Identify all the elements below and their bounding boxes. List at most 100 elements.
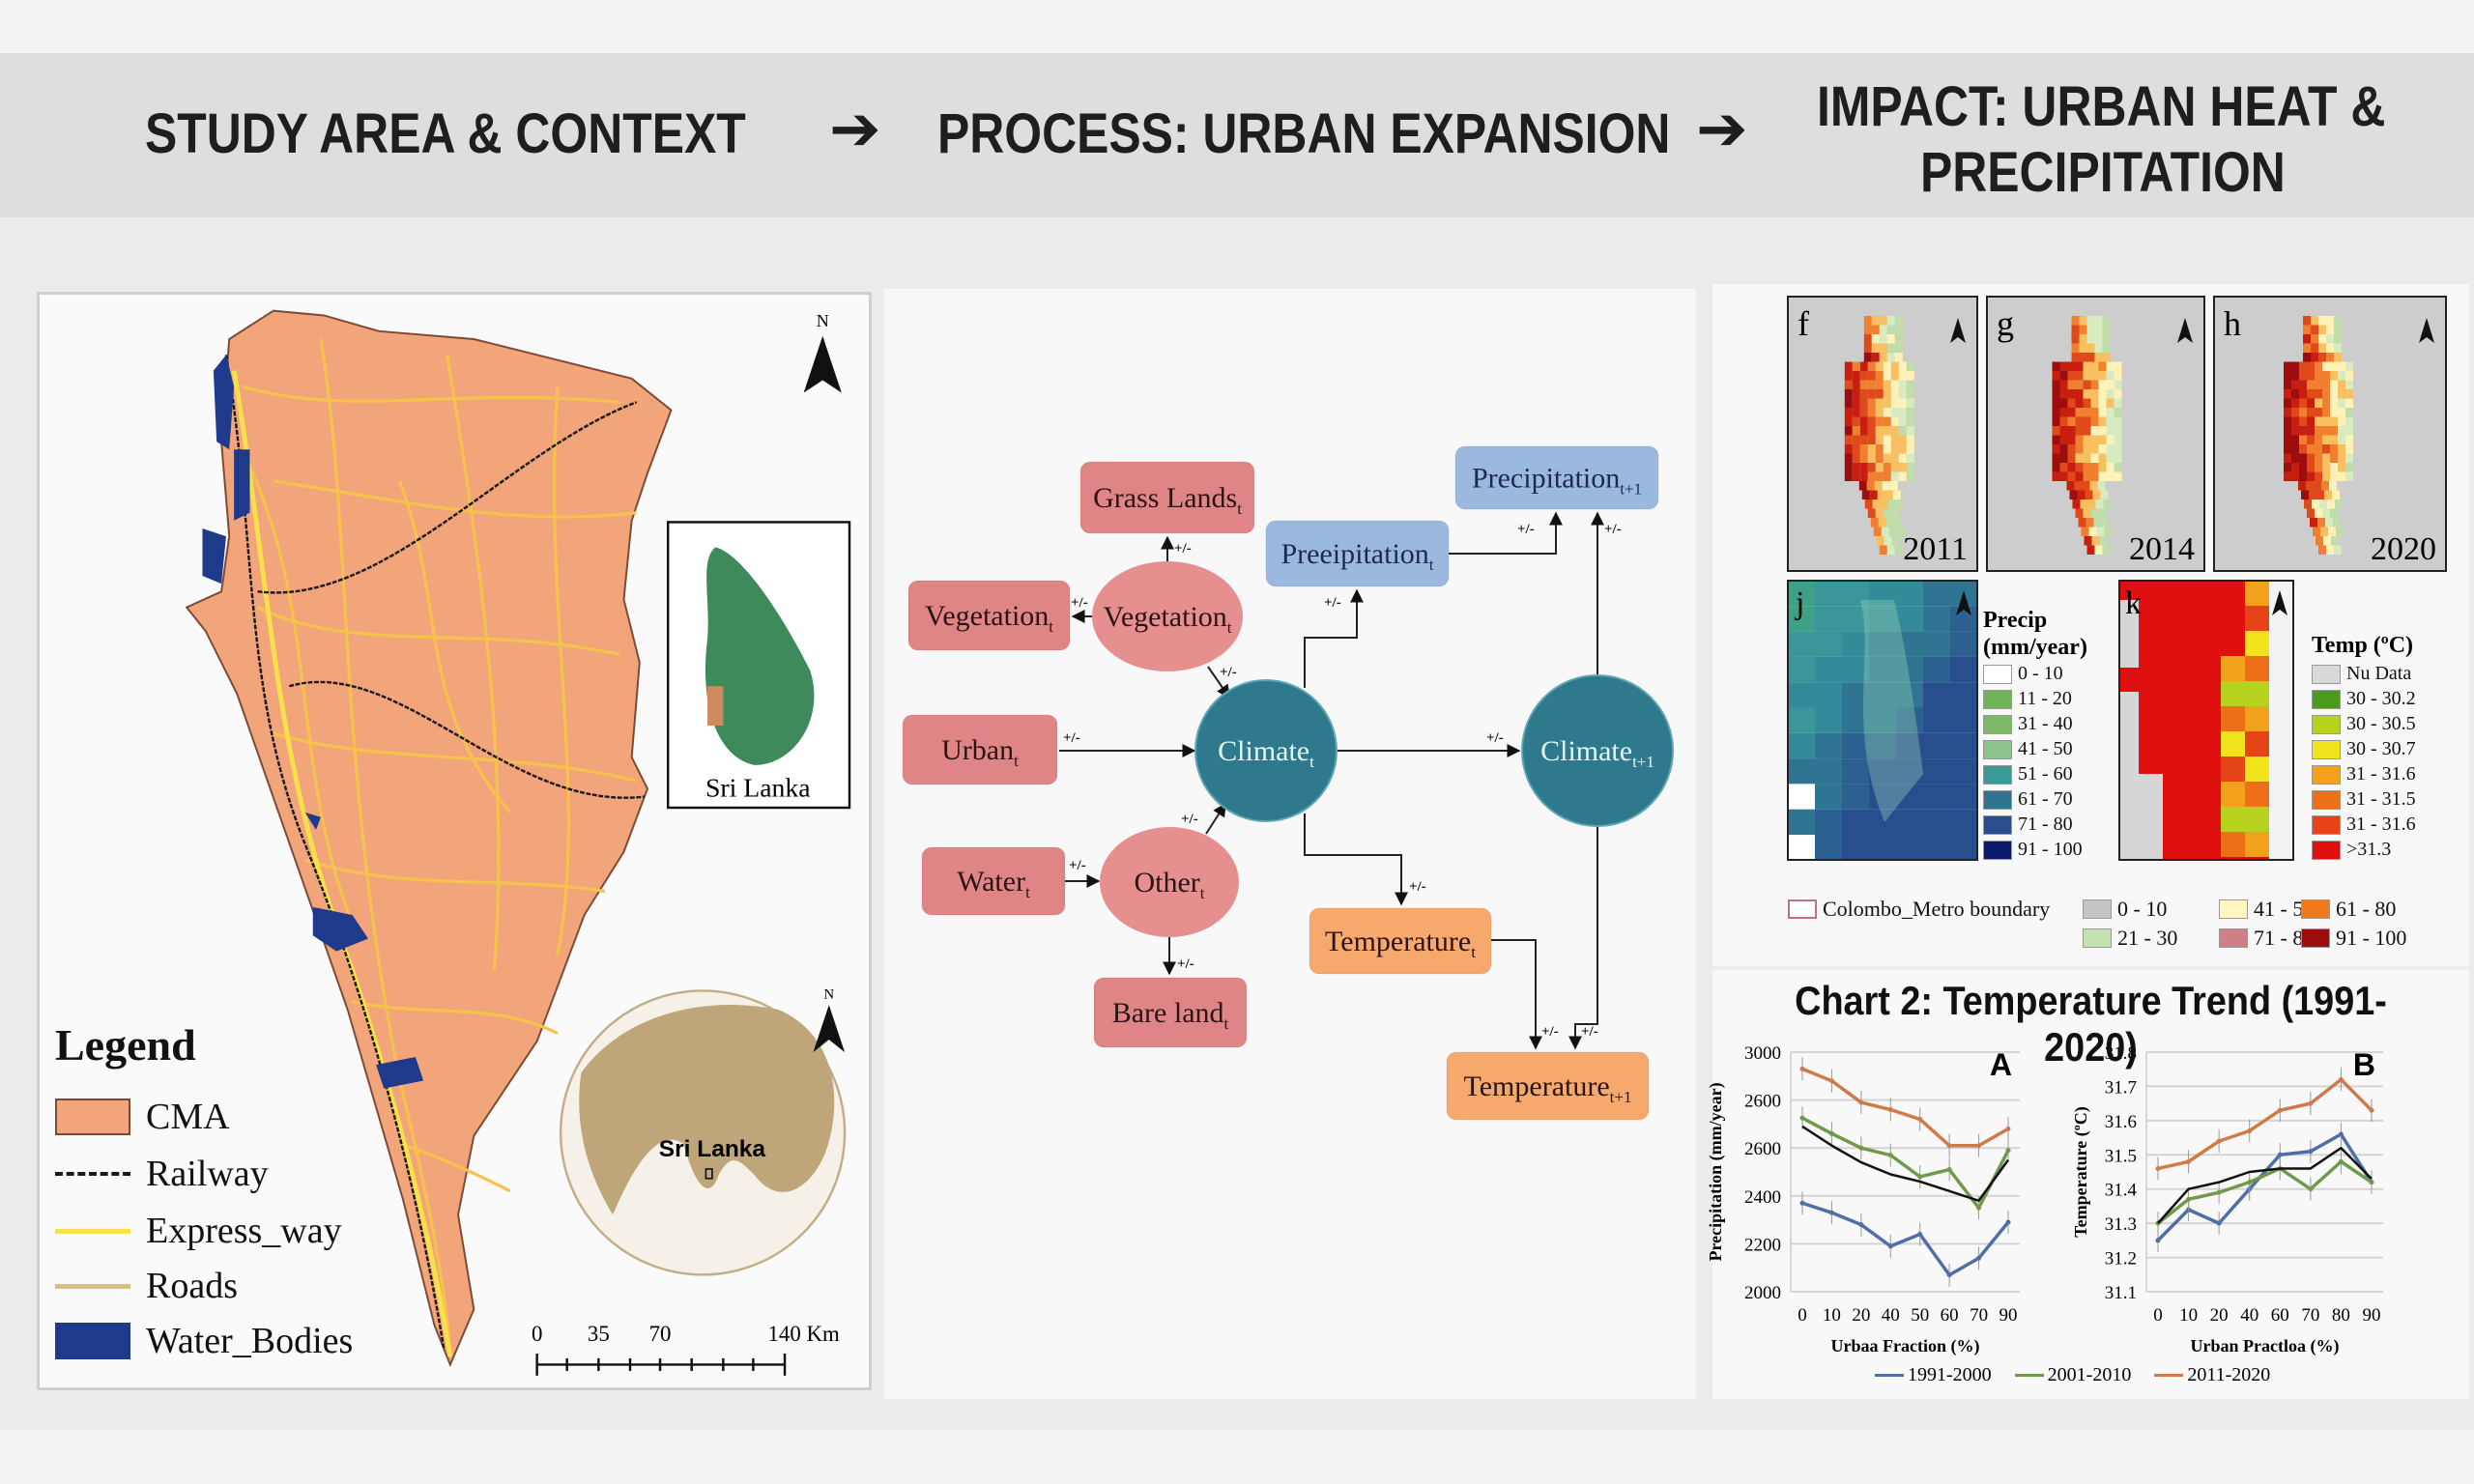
node-other: Othert xyxy=(1100,827,1239,937)
raster-cell xyxy=(2338,435,2345,444)
raster-cell xyxy=(2311,353,2318,362)
raster-cell xyxy=(2059,361,2068,371)
edge-label: +/- xyxy=(1517,522,1535,537)
raster-cell xyxy=(1883,471,1891,481)
raster-cell xyxy=(1852,426,1860,436)
edge-label: +/- xyxy=(1220,665,1237,680)
raster-cell xyxy=(2315,453,2322,463)
raster-cell xyxy=(2083,463,2091,472)
raster-cell xyxy=(2298,481,2306,491)
node-ellipse xyxy=(1092,561,1243,671)
raster-cell xyxy=(2330,471,2338,481)
legend-label: Express_way xyxy=(146,1211,342,1251)
raster-cell xyxy=(2106,371,2114,381)
x-tick-label: 0 xyxy=(1798,1305,1807,1326)
map-year: 2011 xyxy=(1903,531,1968,567)
data-point xyxy=(2369,1107,2374,1113)
raster-cell xyxy=(2067,380,2076,389)
x-tick-label: 80 xyxy=(2332,1305,2350,1326)
raster-cell xyxy=(2330,453,2338,463)
raster-cell xyxy=(1883,371,1891,381)
raster-cell xyxy=(2059,463,2068,472)
raster-cell xyxy=(1876,536,1884,546)
data-point xyxy=(1828,1130,1834,1136)
edge-label: +/- xyxy=(1069,858,1086,873)
raster-cell xyxy=(1859,380,1868,389)
raster-cell xyxy=(2330,508,2338,518)
raster-cell xyxy=(2307,389,2315,399)
raster-cell xyxy=(1890,361,1899,371)
raster-cell xyxy=(1844,435,1853,444)
raster-cell xyxy=(2316,490,2324,499)
data-point xyxy=(2338,1076,2344,1082)
raster-cell xyxy=(2345,408,2353,417)
raster-cell xyxy=(2086,545,2095,555)
raster-cell xyxy=(1898,463,1907,472)
legend-swatch xyxy=(2312,789,2341,810)
raster-cell xyxy=(1950,809,1977,835)
raster-cell xyxy=(2299,380,2307,389)
legend-label: 1991-2000 xyxy=(1908,1364,1992,1385)
raster-cell xyxy=(2291,435,2299,444)
raster-cell xyxy=(2075,426,2084,436)
raster-cell xyxy=(2071,343,2080,353)
node-subscript: t xyxy=(1014,752,1019,770)
data-point xyxy=(1858,1222,1864,1228)
raster-cell xyxy=(2069,490,2078,499)
raster-cell xyxy=(2311,334,2318,344)
legend-label: 11 - 20 xyxy=(2018,688,2072,709)
raster-cell xyxy=(1890,426,1899,436)
raster-cell xyxy=(2304,499,2312,509)
legend-swatch xyxy=(1983,789,2012,810)
raster-cell xyxy=(1871,343,1880,353)
raster-cell xyxy=(2059,380,2068,389)
raster-cell xyxy=(2345,389,2353,399)
raster-cell xyxy=(2221,706,2245,731)
raster-cell xyxy=(2096,527,2105,536)
raster-cell xyxy=(2245,656,2269,681)
raster-cell xyxy=(1886,334,1895,344)
node-vegetation-rect: Vegetationt xyxy=(907,580,1071,651)
raster-cell xyxy=(2322,463,2330,472)
raster-cell xyxy=(2315,389,2322,399)
raster-cell xyxy=(2090,380,2099,389)
raster-cell xyxy=(2075,435,2084,444)
node-vegetation-ellipse: Vegetationt xyxy=(1092,561,1243,671)
raster-cell xyxy=(1906,371,1914,381)
raster-cell xyxy=(2324,490,2332,499)
raster-cell xyxy=(2330,389,2338,399)
node-box xyxy=(1079,461,1255,534)
raster-cell xyxy=(2114,426,2122,436)
raster-cell xyxy=(1898,444,1907,454)
raster-cell xyxy=(2075,408,2084,417)
raster-cell xyxy=(2326,353,2334,362)
data-point xyxy=(2247,1180,2253,1185)
raster-cell xyxy=(1898,435,1907,444)
node-climate-t1: Climatet+1 xyxy=(1521,674,1674,827)
y-tick-label: 31.5 xyxy=(2105,1146,2137,1166)
x-tick-label: 40 xyxy=(2240,1305,2258,1326)
raster-cell xyxy=(1852,361,1860,371)
data-point xyxy=(1946,1167,1952,1173)
data-point xyxy=(1887,1243,1893,1249)
raster-cell xyxy=(2095,499,2104,509)
raster-cell xyxy=(1950,682,1977,708)
raster-cell xyxy=(1872,499,1881,509)
raster-cell xyxy=(1879,353,1887,362)
raster-cell xyxy=(1890,453,1899,463)
raster-cell xyxy=(2307,380,2315,389)
y-tick-label: 2400 xyxy=(1744,1187,1781,1208)
legend-label: 0 - 10 xyxy=(2117,897,2168,921)
raster-cell xyxy=(1923,707,1950,733)
raster-cell xyxy=(1788,656,1815,683)
raster-cell xyxy=(1890,398,1899,408)
raster-cell xyxy=(1859,471,1868,481)
raster-cell xyxy=(2315,416,2322,426)
raster-cell xyxy=(1866,481,1875,491)
legend-swatch xyxy=(1983,714,2012,734)
raster-cell xyxy=(1867,398,1876,408)
node-label: Temperature xyxy=(1464,1070,1610,1102)
raster-cell xyxy=(2301,490,2309,499)
